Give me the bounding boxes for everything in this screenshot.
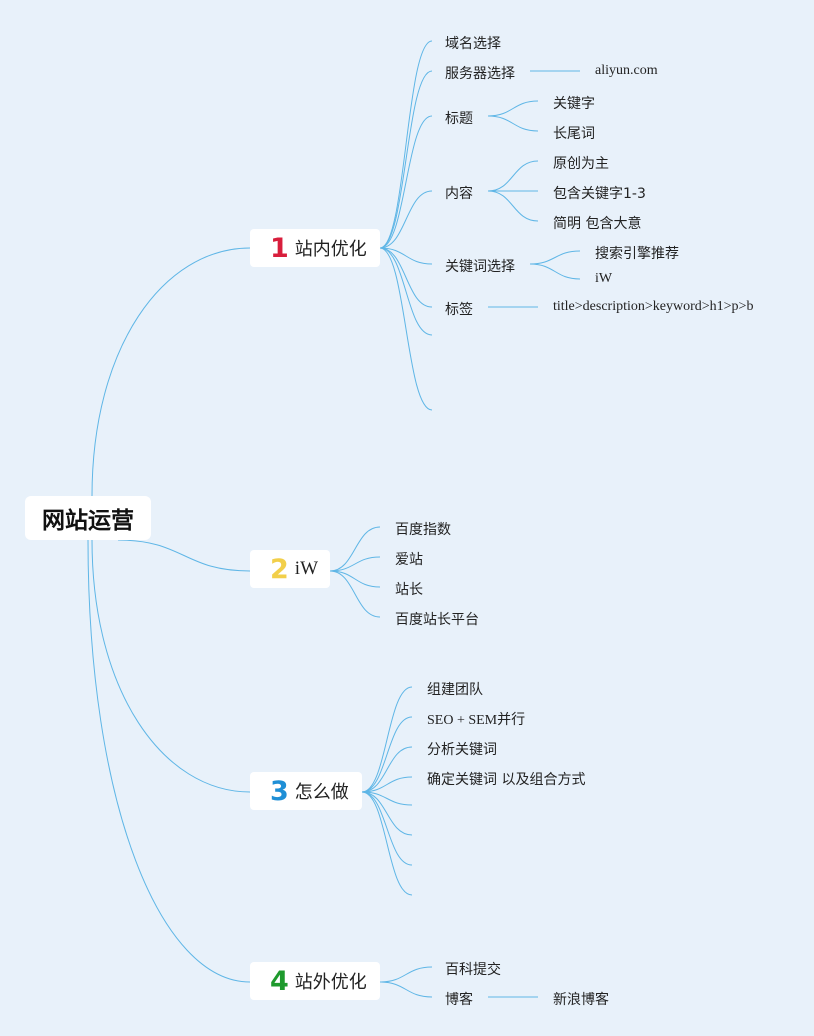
topic-baidu-webmaster-platform[interactable]: 百度站长平台 bbox=[395, 612, 479, 628]
topic-analyze-keywords[interactable]: 分析关键词 bbox=[427, 742, 497, 758]
subtopic-original[interactable]: 原创为主 bbox=[553, 156, 609, 172]
topic-baike-submit[interactable]: 百科提交 bbox=[445, 962, 501, 978]
connector-root-branch-4 bbox=[87, 539, 251, 983]
connector-branch-1-topic bbox=[379, 40, 433, 249]
connector-title-longtail bbox=[487, 115, 539, 132]
topic-domain-selection[interactable]: 域名选择 bbox=[445, 36, 501, 52]
topic-webmaster[interactable]: 站长 bbox=[395, 582, 423, 598]
connector-branch-3-topic bbox=[361, 686, 413, 793]
connector-branch-4-blog bbox=[379, 981, 433, 998]
connector-root-branch-1 bbox=[91, 247, 251, 497]
topic-content[interactable]: 内容 bbox=[445, 186, 473, 202]
subtopic-aliyun[interactable]: aliyun.com bbox=[595, 63, 658, 78]
topic-keyword-selection[interactable]: 关键词选择 bbox=[445, 259, 515, 275]
branch-node-1[interactable]: 1 站内优化 bbox=[250, 229, 380, 267]
branch-number-4: 4 bbox=[270, 965, 289, 997]
connector-branch-2-topic bbox=[329, 526, 381, 572]
connector-branch-2-topic bbox=[329, 570, 381, 588]
connector-branch-1-topic bbox=[379, 247, 433, 308]
topic-baidu-index[interactable]: 百度指数 bbox=[395, 522, 451, 538]
topic-server-selection[interactable]: 服务器选择 bbox=[445, 66, 515, 82]
topic-tags[interactable]: 标签 bbox=[445, 302, 473, 318]
branch-number-3: 3 bbox=[270, 775, 289, 807]
subtopic-search-engine[interactable]: 搜索引擎推荐 bbox=[595, 246, 679, 262]
connector-branch-1-topic bbox=[379, 190, 433, 249]
connector-branch-2-topic bbox=[329, 570, 381, 618]
connector-branch-3-topic bbox=[361, 746, 413, 793]
subtopic-concise[interactable]: 简明 包含大意 bbox=[553, 216, 642, 232]
root-label: 网站运营 bbox=[42, 508, 134, 534]
connector-root-branch-3 bbox=[91, 539, 251, 793]
branch-label-3: 怎么做 bbox=[294, 782, 349, 803]
branch-node-2[interactable]: 2 iW bbox=[250, 550, 330, 588]
subtopic-keyword[interactable]: 关键字 bbox=[553, 96, 595, 112]
branch-label-4: 站外优化 bbox=[294, 972, 367, 993]
topic-title[interactable]: 标题 bbox=[445, 111, 473, 127]
topic-build-team[interactable]: 组建团队 bbox=[427, 682, 483, 698]
connector-branch-1-topic bbox=[379, 115, 433, 249]
connector-branch-3-topic bbox=[361, 716, 413, 793]
branch-node-3[interactable]: 3 怎么做 bbox=[250, 772, 362, 810]
topic-determine-keywords[interactable]: 确定关键词 以及组合方式 bbox=[427, 772, 586, 788]
branch-label-2: iW bbox=[294, 558, 319, 579]
connector-kw-search bbox=[529, 250, 581, 265]
connector-kw-iw bbox=[529, 263, 581, 280]
topic-seo-sem[interactable]: SEO + SEM并行 bbox=[427, 713, 526, 728]
branch-node-4[interactable]: 4 站外优化 bbox=[250, 962, 380, 1000]
root-node[interactable]: 网站运营 bbox=[25, 496, 151, 540]
subtopic-longtail[interactable]: 长尾词 bbox=[553, 126, 595, 142]
subtopic-sina-blog[interactable]: 新浪博客 bbox=[553, 992, 609, 1008]
branch-number-1: 1 bbox=[270, 232, 289, 264]
connector-branch-3-topic bbox=[361, 791, 413, 836]
connector-content-original bbox=[487, 160, 539, 192]
topic-blog[interactable]: 博客 bbox=[445, 992, 473, 1008]
branch-number-2: 2 bbox=[270, 553, 289, 585]
connector-branch-3-topic bbox=[361, 776, 413, 793]
connector-branch-2-topic bbox=[329, 556, 381, 572]
connector-branch-3-topic bbox=[361, 791, 413, 896]
connector-title-keyword bbox=[487, 100, 539, 117]
connector-branch-1-topic bbox=[379, 70, 433, 249]
subtopic-contains-keyword[interactable]: 包含关键字1-3 bbox=[553, 186, 646, 202]
connector-branch-1-topic bbox=[379, 247, 433, 336]
connector-root-branch-2 bbox=[117, 539, 251, 572]
connector-branch-1-topic bbox=[379, 247, 433, 411]
connector-branch-1-topic bbox=[379, 247, 433, 265]
connector-branch-3-topic bbox=[361, 791, 413, 866]
subtopic-tag-order[interactable]: title>description>keyword>h1>p>b bbox=[553, 299, 754, 314]
branch-label-1: 站内优化 bbox=[294, 239, 367, 260]
subtopic-iw[interactable]: iW bbox=[595, 271, 613, 286]
connector-branch-4-baike bbox=[379, 966, 433, 983]
connector-content-concise bbox=[487, 190, 539, 222]
topic-aizhan[interactable]: 爱站 bbox=[395, 552, 423, 568]
